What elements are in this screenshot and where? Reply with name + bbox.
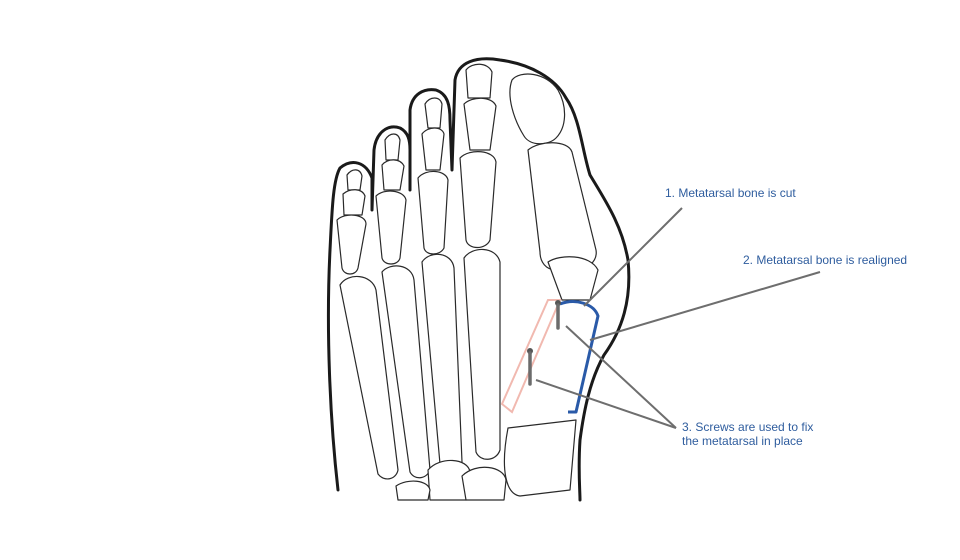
annotation-cut: 1. Metatarsal bone is cut (665, 186, 796, 200)
toe2-proximal-phalanx (459, 151, 497, 249)
screw-upper (555, 300, 561, 330)
toe2-middle-phalanx (463, 97, 497, 151)
first-metatarsal-head (547, 256, 599, 301)
first-metatarsal-base (503, 419, 577, 497)
original-metatarsal-outline (500, 299, 562, 414)
toe4-proximal-phalanx (375, 190, 407, 265)
toe2-distal-phalanx (465, 63, 493, 99)
toe-3-bones (417, 97, 463, 472)
annotation-realigned: 2. Metatarsal bone is realigned (743, 253, 907, 267)
screw-lower (527, 348, 533, 386)
toe5-middle-phalanx (342, 189, 366, 216)
tarsal-bone-2 (461, 466, 507, 501)
toe3-middle-phalanx (421, 127, 445, 171)
toe5-distal-phalanx (346, 169, 363, 191)
toe4-distal-phalanx (384, 133, 401, 161)
big-toe-bones (503, 73, 599, 497)
toe4-middle-phalanx (381, 159, 405, 191)
leader-line-cut (583, 207, 683, 307)
realigned-metatarsal-outline (559, 300, 600, 414)
toe5-proximal-phalanx (336, 214, 367, 275)
toe-2-bones (459, 63, 501, 460)
metatarsal-5 (339, 276, 399, 480)
annotation-screws-line1: 3. Screws are used to fix (682, 420, 813, 434)
tarsal-bone-3 (395, 480, 431, 501)
big-toe-distal-phalanx (509, 73, 566, 145)
toe3-proximal-phalanx (417, 170, 449, 255)
toe3-distal-phalanx (424, 97, 443, 129)
annotation-screws-line2: the metatarsal in place (682, 434, 803, 448)
toe-4-bones (375, 133, 431, 479)
tarsal-bones (395, 459, 507, 501)
leader-line-screw-upper (565, 325, 677, 429)
leader-line-screw-lower (535, 379, 677, 429)
leader-line-realigned (589, 271, 821, 341)
toe-5-bones (336, 169, 399, 480)
metatarsal-2 (463, 248, 501, 460)
